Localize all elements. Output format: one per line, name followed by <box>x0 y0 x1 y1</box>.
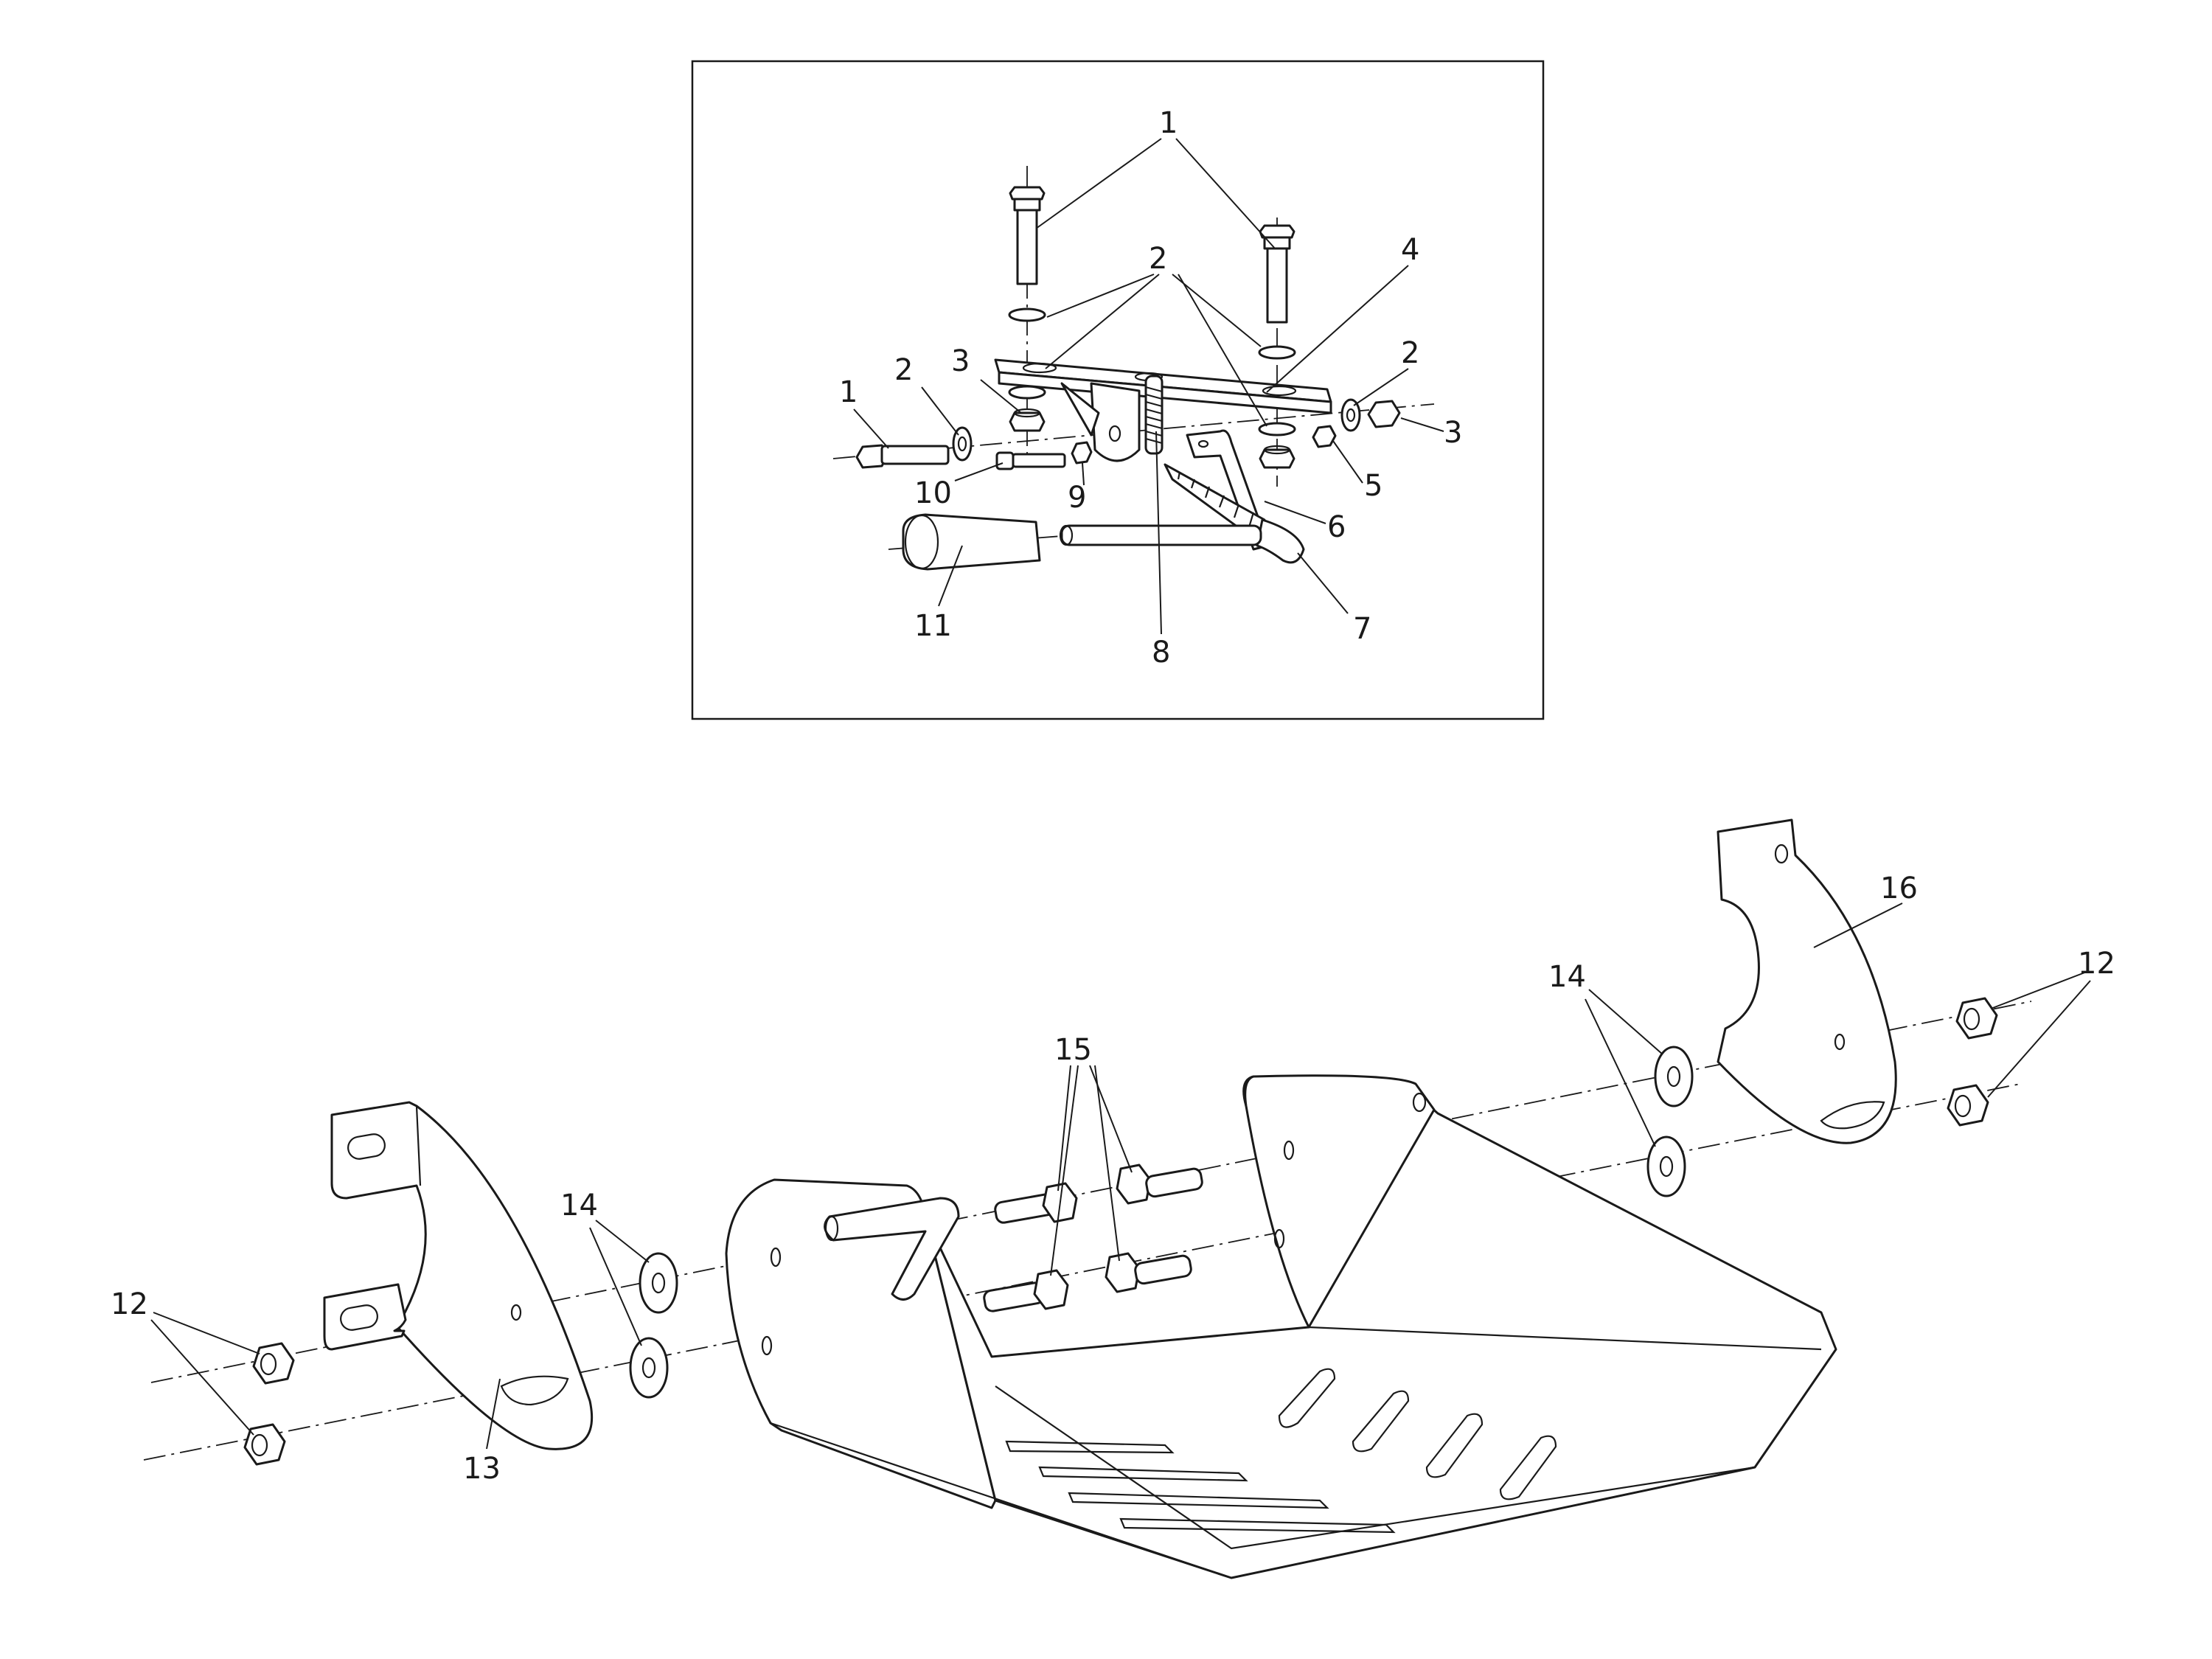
bracket-left <box>323 1101 594 1450</box>
nut-horizontal-right <box>1367 400 1401 428</box>
washer-left-upper <box>639 1252 678 1314</box>
callout-10: 10 <box>914 476 952 510</box>
main-assembly <box>143 818 2032 1579</box>
callout-9: 9 <box>1068 481 1086 515</box>
nut-left-lower <box>243 1423 286 1466</box>
leader-lines <box>150 138 2091 1450</box>
nut-mid-right <box>1259 445 1295 469</box>
callout-12-left: 12 <box>111 1287 148 1321</box>
washer-right-lower <box>1646 1135 1686 1197</box>
callout-1-top: 1 <box>1159 106 1178 140</box>
callout-7: 7 <box>1353 612 1371 646</box>
bolt-top-left <box>1009 186 1046 285</box>
bolt-horizontal <box>855 444 950 469</box>
callout-4: 4 <box>1401 233 1419 267</box>
washer-right-upper <box>1654 1046 1694 1107</box>
callout-8: 8 <box>1152 636 1170 669</box>
skid-plate <box>725 1074 1837 1579</box>
callout-6: 6 <box>1327 510 1346 544</box>
washer-mid-right <box>1258 422 1296 437</box>
callout-12-right: 12 <box>2078 947 2115 981</box>
shoulder-bolt-2 <box>983 1269 1069 1312</box>
knob <box>902 513 1041 571</box>
washer-horizontal-left <box>952 426 973 462</box>
callout-labels: 1 2 4 1 2 3 2 3 5 6 7 8 9 10 11 12 12 13… <box>111 106 2115 1486</box>
washer-horizontal-right <box>1340 398 1361 432</box>
handle-rod <box>1059 524 1262 546</box>
callout-16: 16 <box>1880 872 1918 905</box>
spring-vertical <box>1144 375 1164 455</box>
callout-2-left: 2 <box>894 353 913 387</box>
callout-2-right: 2 <box>1401 336 1419 370</box>
washer-top-left <box>1008 307 1046 322</box>
callout-14-left: 14 <box>560 1189 598 1222</box>
callout-15: 15 <box>1054 1033 1092 1067</box>
nut-left-upper <box>252 1342 295 1385</box>
small-bolt <box>995 451 1066 470</box>
nut-right-lower <box>1947 1084 1989 1127</box>
callout-5: 5 <box>1364 469 1382 503</box>
washer-mid-left <box>1008 385 1046 400</box>
nut-right-upper <box>1955 997 1998 1040</box>
shoulder-bolt-4 <box>1105 1252 1192 1293</box>
small-nut-right <box>1312 425 1337 448</box>
callout-11: 11 <box>914 609 952 643</box>
callout-14-right: 14 <box>1548 960 1586 994</box>
callout-13: 13 <box>463 1452 501 1486</box>
callout-2-top: 2 <box>1149 242 1167 276</box>
washer-top-right <box>1258 345 1296 360</box>
inset-frame <box>691 60 1545 720</box>
callout-3-right: 3 <box>1444 416 1462 450</box>
washer-left-lower <box>629 1337 669 1399</box>
nut-mid-left <box>1009 408 1046 432</box>
bolt-top-right <box>1259 224 1295 324</box>
shoulder-bolt-3 <box>1116 1164 1203 1205</box>
small-nut <box>1071 441 1093 465</box>
callout-1-left: 1 <box>839 375 858 409</box>
shoulder-bolt-1 <box>994 1182 1078 1224</box>
bracket-right <box>1717 818 1897 1144</box>
callout-3-left: 3 <box>951 344 970 378</box>
